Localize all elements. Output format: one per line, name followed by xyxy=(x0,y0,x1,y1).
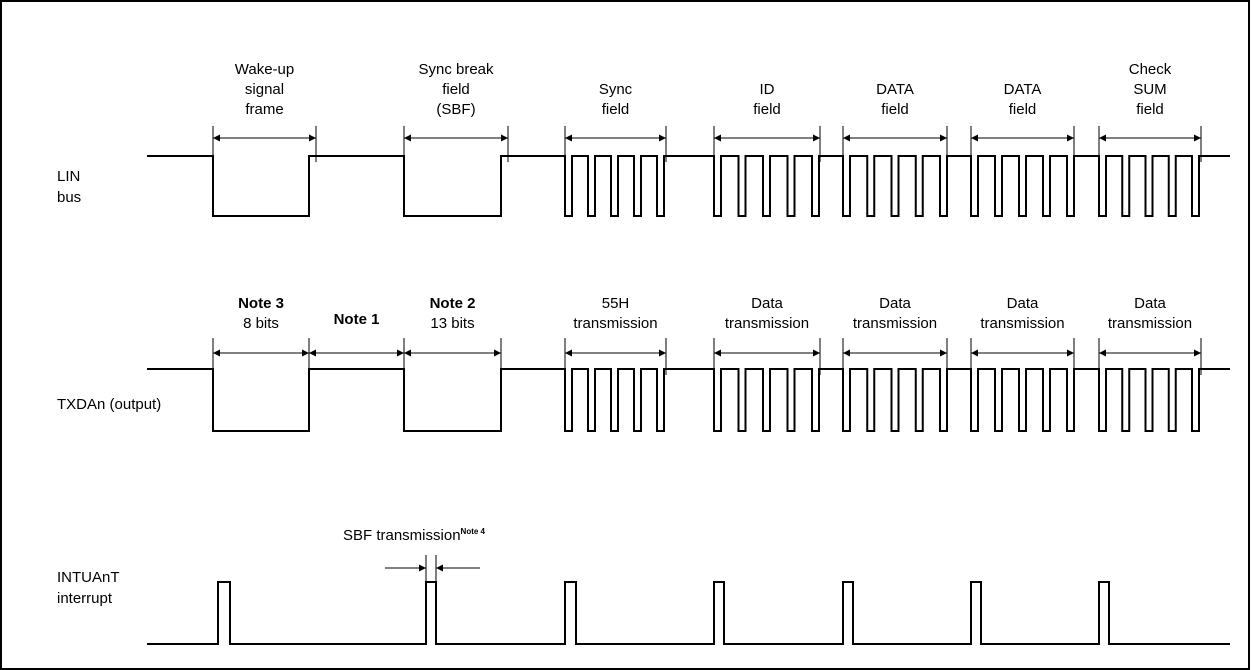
field-text-line: transmission xyxy=(1108,315,1192,332)
field-text-line: Wake-up xyxy=(235,61,294,78)
field-text-line: frame xyxy=(245,101,283,118)
field-text-line: transmission xyxy=(980,315,1064,332)
field-text-line: Note 3 xyxy=(238,295,284,312)
field-text-line: Note 2 xyxy=(430,295,476,312)
sbf-transmission-text: SBF transmission xyxy=(343,527,461,544)
txd-field-data-tx-4: Data transmission xyxy=(1108,295,1192,332)
lin-field-sync: Sync field xyxy=(599,81,633,118)
signal-label-line: interrupt xyxy=(57,590,113,607)
field-text-line: ID xyxy=(760,81,775,98)
field-text-line: 13 bits xyxy=(430,315,474,332)
lin-field-id: ID field xyxy=(753,81,781,118)
field-text-line: Data xyxy=(1134,295,1166,312)
txd-field-data-tx-1: Data transmission xyxy=(725,295,809,332)
txd-field-data-tx-2: Data transmission xyxy=(853,295,937,332)
field-text-line: field xyxy=(1136,101,1164,118)
field-text-line: field xyxy=(881,101,909,118)
field-text-line: transmission xyxy=(853,315,937,332)
field-text-line: Data xyxy=(1007,295,1039,312)
field-text-line: Check xyxy=(1129,61,1172,78)
txd-field-note3: Note 3 8 bits xyxy=(238,295,284,332)
lin-bus-waveform xyxy=(147,155,1230,217)
field-text-line: Sync xyxy=(599,81,633,98)
signal-label-line: LIN xyxy=(57,168,80,185)
txd-field-sync-tx: 55H transmission xyxy=(573,295,657,332)
lin-field-data2: DATA field xyxy=(1004,81,1042,118)
field-text-line: 55H xyxy=(602,295,630,312)
field-text-line: field xyxy=(602,101,630,118)
signal-label-int: INTUAnT interrupt xyxy=(57,569,120,607)
field-text-line: Sync break xyxy=(418,61,494,78)
lin-field-sbf: Sync break field (SBF) xyxy=(418,61,494,118)
field-text-line: Note 1 xyxy=(334,311,380,328)
lin-field-data1: DATA field xyxy=(876,81,914,118)
signal-label-line: bus xyxy=(57,189,81,206)
field-text-line: field xyxy=(753,101,781,118)
field-text-line: transmission xyxy=(573,315,657,332)
field-text-line: field xyxy=(442,81,470,98)
sbf-transmission-note: Note 4 xyxy=(461,527,486,536)
txd-field-note1: Note 1 xyxy=(334,311,380,328)
lin-field-wakeup: Wake-up signal frame xyxy=(235,61,294,118)
field-text-line: (SBF) xyxy=(436,101,475,118)
field-text-line: signal xyxy=(245,81,284,98)
field-text-line: Data xyxy=(879,295,911,312)
sbf-transmission-label: SBF transmissionNote 4 xyxy=(343,527,486,544)
field-text-line: 8 bits xyxy=(243,315,279,332)
field-text-line: SUM xyxy=(1133,81,1166,98)
field-text-line: Data xyxy=(751,295,783,312)
field-text-line: DATA xyxy=(1004,81,1042,98)
field-text-line: DATA xyxy=(876,81,914,98)
txd-waveform xyxy=(147,368,1230,432)
interrupt-waveform xyxy=(147,581,1230,645)
field-text-line: field xyxy=(1009,101,1037,118)
txd-field-note2: Note 2 13 bits xyxy=(430,295,476,332)
signal-label-line: TXDAn (output) xyxy=(57,396,161,413)
signal-label-line: INTUAnT xyxy=(57,569,120,586)
signal-label-txd: TXDAn (output) xyxy=(57,396,161,413)
signal-label-lin: LIN bus xyxy=(57,168,81,206)
field-text-line: transmission xyxy=(725,315,809,332)
txd-field-data-tx-3: Data transmission xyxy=(980,295,1064,332)
